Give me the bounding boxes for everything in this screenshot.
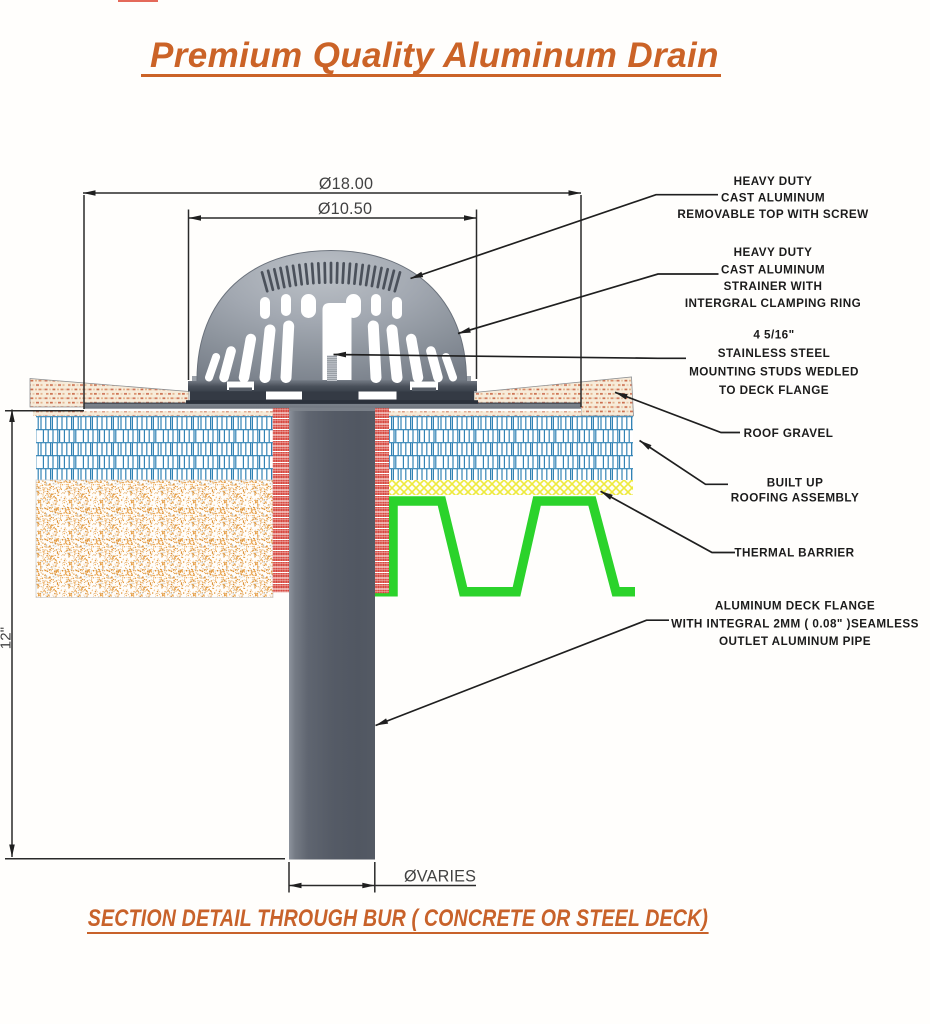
svg-text:ØVARIES: ØVARIES (404, 868, 476, 886)
svg-text:STAINLESS STEEL: STAINLESS STEEL (718, 347, 830, 360)
svg-text:BUILT UP: BUILT UP (767, 477, 824, 490)
svg-text:OUTLET ALUMINUM PIPE: OUTLET ALUMINUM PIPE (719, 635, 871, 648)
svg-text:INTERGRAL CLAMPING RING: INTERGRAL CLAMPING RING (685, 297, 861, 310)
svg-text:Ø10.50: Ø10.50 (318, 200, 372, 218)
svg-text:REMOVABLE TOP WITH SCREW: REMOVABLE TOP WITH SCREW (677, 208, 869, 221)
svg-text:Ø18.00: Ø18.00 (319, 175, 373, 193)
svg-text:ALUMINUM DECK FLANGE: ALUMINUM DECK FLANGE (715, 600, 875, 613)
svg-text:STRAINER WITH: STRAINER WITH (724, 280, 823, 293)
svg-text:WITH INTEGRAL 2MM ( 0.08" )SEA: WITH INTEGRAL 2MM ( 0.08" )SEAMLESS (671, 617, 919, 630)
svg-text:4 5/16": 4 5/16" (753, 329, 794, 342)
svg-text:HEAVY DUTY: HEAVY DUTY (734, 246, 813, 259)
svg-text:12": 12" (0, 627, 15, 650)
svg-text:HEAVY DUTY: HEAVY DUTY (734, 175, 813, 188)
svg-text:ROOF GRAVEL: ROOF GRAVEL (744, 427, 834, 440)
svg-text:THERMAL BARRIER: THERMAL BARRIER (734, 547, 854, 560)
svg-text:CAST ALUMINUM: CAST ALUMINUM (721, 263, 825, 276)
svg-text:MOUNTING STUDS WEDLED: MOUNTING STUDS WEDLED (689, 366, 859, 379)
svg-text:TO DECK FLANGE: TO DECK FLANGE (719, 384, 829, 397)
svg-text:CAST ALUMINUM: CAST ALUMINUM (721, 192, 825, 205)
svg-text:ROOFING ASSEMBLY: ROOFING ASSEMBLY (731, 492, 859, 505)
